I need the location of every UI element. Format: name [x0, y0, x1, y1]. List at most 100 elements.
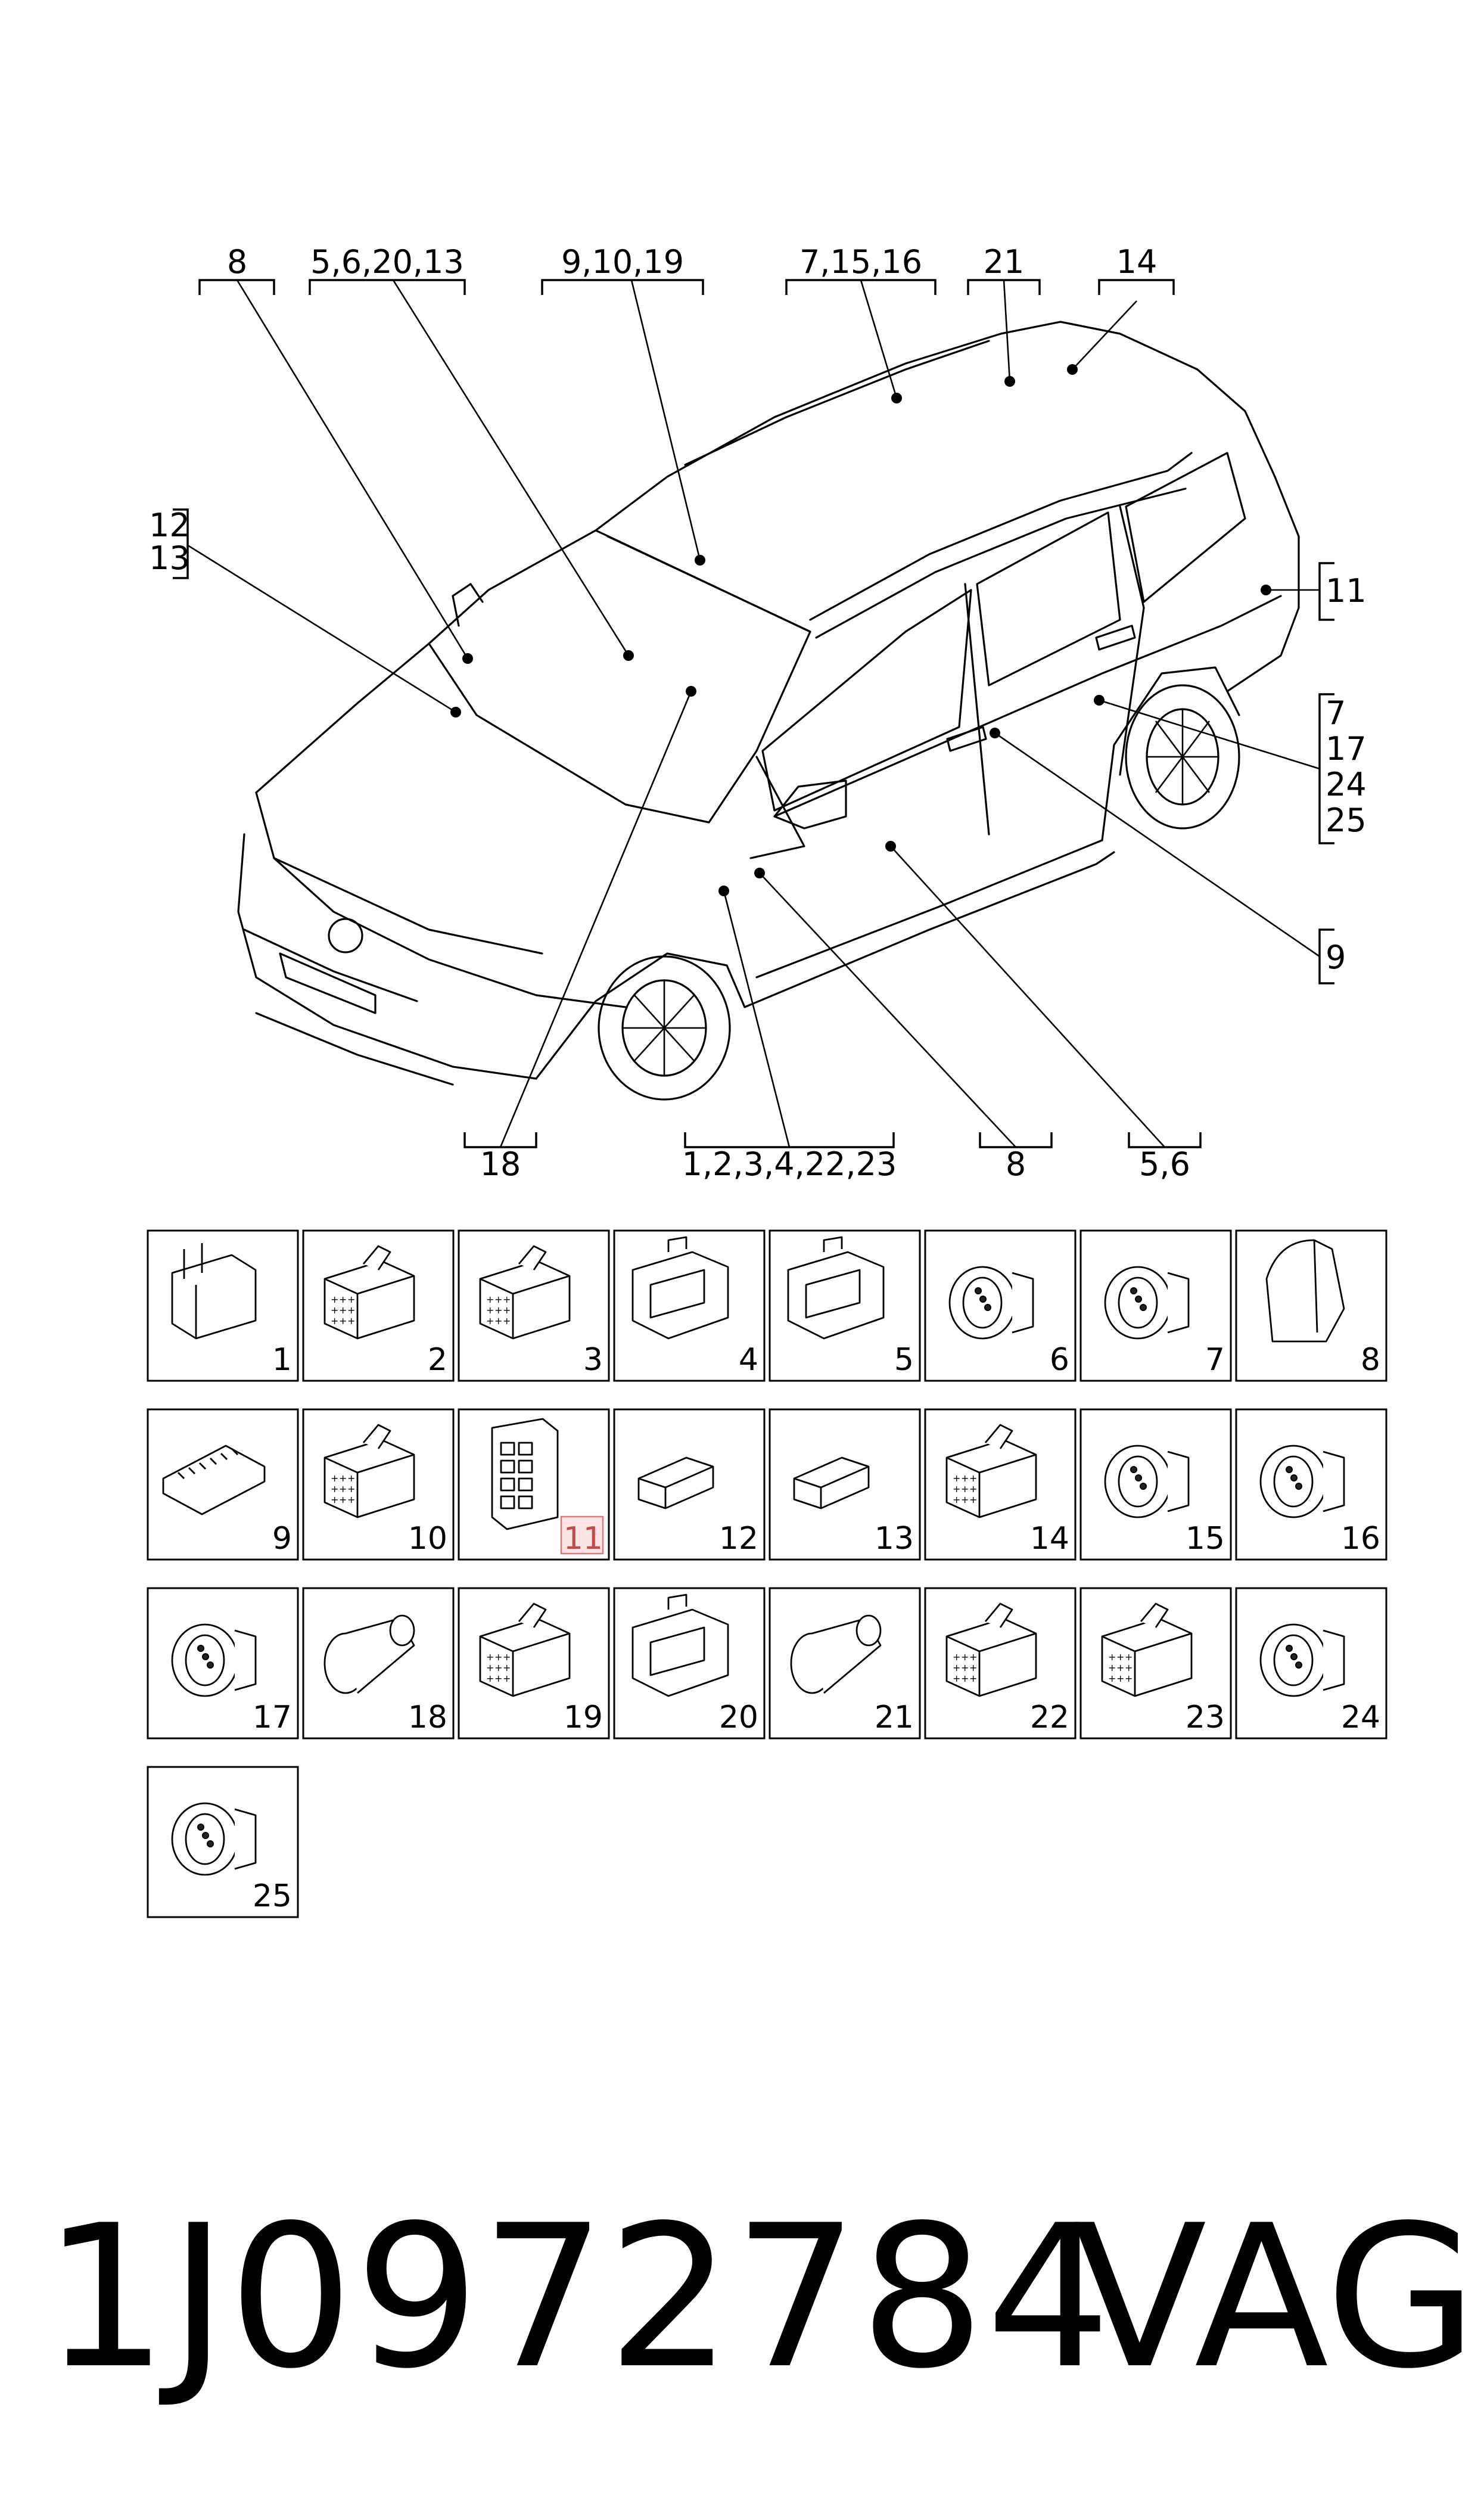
- oval-plug-icon: [171, 1623, 257, 1697]
- connector-number: 8: [1361, 1342, 1380, 1378]
- svg-text:+: +: [969, 1473, 977, 1484]
- callout-label: 9,10,19: [561, 243, 684, 281]
- connector-number: 5: [894, 1342, 914, 1378]
- svg-text:+: +: [486, 1662, 494, 1673]
- svg-text:+: +: [1125, 1651, 1133, 1663]
- connector-cell-8: 8: [1235, 1229, 1387, 1382]
- curved-cover-icon: [1265, 1239, 1345, 1343]
- connector-number: 22: [1030, 1700, 1069, 1735]
- svg-text:+: +: [486, 1315, 494, 1327]
- connector-number: 23: [1186, 1700, 1225, 1735]
- connector-number: 12: [719, 1521, 758, 1557]
- connector-number: 1: [272, 1342, 292, 1378]
- connector-number: 15: [1186, 1521, 1225, 1557]
- svg-text:+: +: [953, 1494, 960, 1505]
- highlight-box: [560, 1515, 604, 1555]
- oval-plug-icon: [171, 1802, 257, 1876]
- svg-text:+: +: [1125, 1673, 1133, 1684]
- svg-text:+: +: [1125, 1662, 1133, 1673]
- svg-text:+: +: [1108, 1662, 1116, 1673]
- connector-cell-12: 12: [613, 1408, 766, 1561]
- svg-text:+: +: [969, 1673, 977, 1684]
- callout-label: 11: [1326, 572, 1367, 610]
- connector-number: 2: [428, 1342, 447, 1378]
- callouts-bottom: 18 1,2,3,4,22,23 8 5,6: [463, 691, 1202, 1183]
- svg-text:+: +: [347, 1304, 355, 1316]
- connector-number: 4: [739, 1342, 758, 1378]
- connector-number: 17: [253, 1700, 292, 1735]
- svg-text:+: +: [486, 1304, 494, 1316]
- callouts-top: 8 5,6,20,13 9,10,19 7,15,16 21 14: [198, 243, 1175, 659]
- connector-number: 13: [875, 1521, 914, 1557]
- svg-text:+: +: [347, 1315, 355, 1327]
- connector-cell-3: +++++++++3: [458, 1229, 610, 1382]
- connector-number: 25: [253, 1878, 292, 1914]
- connector-number: 16: [1341, 1521, 1380, 1557]
- multi-pin-housing-icon: +++++++++: [945, 1424, 1037, 1518]
- svg-text:+: +: [503, 1304, 511, 1316]
- svg-text:+: +: [503, 1673, 511, 1684]
- callout-label: 7: [1326, 694, 1346, 732]
- connector-cell-2: +++++++++ 2: [302, 1229, 455, 1382]
- cylinder-connector-icon: [323, 1614, 415, 1694]
- callout-label: 12: [149, 507, 190, 544]
- connector-number: 20: [719, 1700, 758, 1735]
- svg-text:+: +: [347, 1294, 355, 1305]
- connector-number: 18: [408, 1700, 447, 1735]
- oval-plug-icon: [1259, 1445, 1345, 1518]
- frame-connector-icon: [631, 1236, 729, 1340]
- svg-text:+: +: [331, 1473, 338, 1484]
- connector-cell-21: 21: [769, 1587, 921, 1740]
- connector-number: 11: [564, 1521, 603, 1557]
- connector-number: 7: [1205, 1342, 1225, 1378]
- svg-text:+: +: [486, 1651, 494, 1663]
- connector-cell-15: 15: [1079, 1408, 1232, 1561]
- multi-pin-housing-icon: +++++++++: [479, 1602, 571, 1697]
- connector-number: 9: [272, 1521, 292, 1557]
- callout-label: 21: [984, 243, 1025, 281]
- multi-pin-housing-icon: +++++++++: [323, 1245, 415, 1340]
- callout-label: 8: [227, 243, 247, 281]
- svg-text:+: +: [331, 1294, 338, 1305]
- round-plug-icon: [948, 1266, 1034, 1340]
- multi-pin-housing-icon: +++++++++: [945, 1602, 1037, 1697]
- svg-text:+: +: [969, 1494, 977, 1505]
- multi-pin-housing-icon: +++++++++: [479, 1245, 571, 1340]
- svg-text:+: +: [503, 1651, 511, 1663]
- svg-text:+: +: [953, 1651, 960, 1663]
- callout-label: 17: [1326, 730, 1367, 768]
- connector-cell-22: +++++++++22: [924, 1587, 1077, 1740]
- round-plug-icon: [1104, 1266, 1190, 1340]
- svg-text:+: +: [347, 1494, 355, 1505]
- connector-cell-9: 9: [147, 1408, 299, 1561]
- svg-text:+: +: [961, 1662, 969, 1673]
- svg-text:+: +: [494, 1673, 502, 1684]
- callout-label: 18: [480, 1145, 521, 1183]
- svg-text:+: +: [503, 1294, 511, 1305]
- svg-text:+: +: [494, 1304, 502, 1316]
- frame-connector-icon: [631, 1594, 729, 1697]
- svg-text:+: +: [339, 1494, 347, 1505]
- svg-text:+: +: [1108, 1651, 1116, 1663]
- svg-text:+: +: [331, 1304, 338, 1316]
- connector-cell-11: 11: [458, 1408, 610, 1561]
- svg-text:+: +: [961, 1494, 969, 1505]
- callout-label: 5,6,20,13: [310, 243, 464, 281]
- svg-text:+: +: [339, 1315, 347, 1327]
- car-illustration: [237, 321, 1300, 1101]
- svg-text:+: +: [331, 1494, 338, 1505]
- connector-number: 24: [1341, 1700, 1380, 1735]
- svg-text:+: +: [1116, 1662, 1124, 1673]
- connector-cell-6: 6: [924, 1229, 1077, 1382]
- svg-text:+: +: [961, 1673, 969, 1684]
- frame-connector-icon: [787, 1236, 885, 1340]
- brand-label: VAG: [1072, 2183, 1478, 2412]
- svg-text:+: +: [969, 1651, 977, 1663]
- callout-label: 8: [1006, 1145, 1026, 1183]
- connector-cell-20: 20: [613, 1587, 766, 1740]
- part-number: 1J0972784: [43, 2183, 1112, 2412]
- svg-text:+: +: [494, 1315, 502, 1327]
- svg-text:+: +: [953, 1673, 960, 1684]
- svg-text:+: +: [961, 1473, 969, 1484]
- multi-pin-housing-icon: +++++++++: [1101, 1602, 1193, 1697]
